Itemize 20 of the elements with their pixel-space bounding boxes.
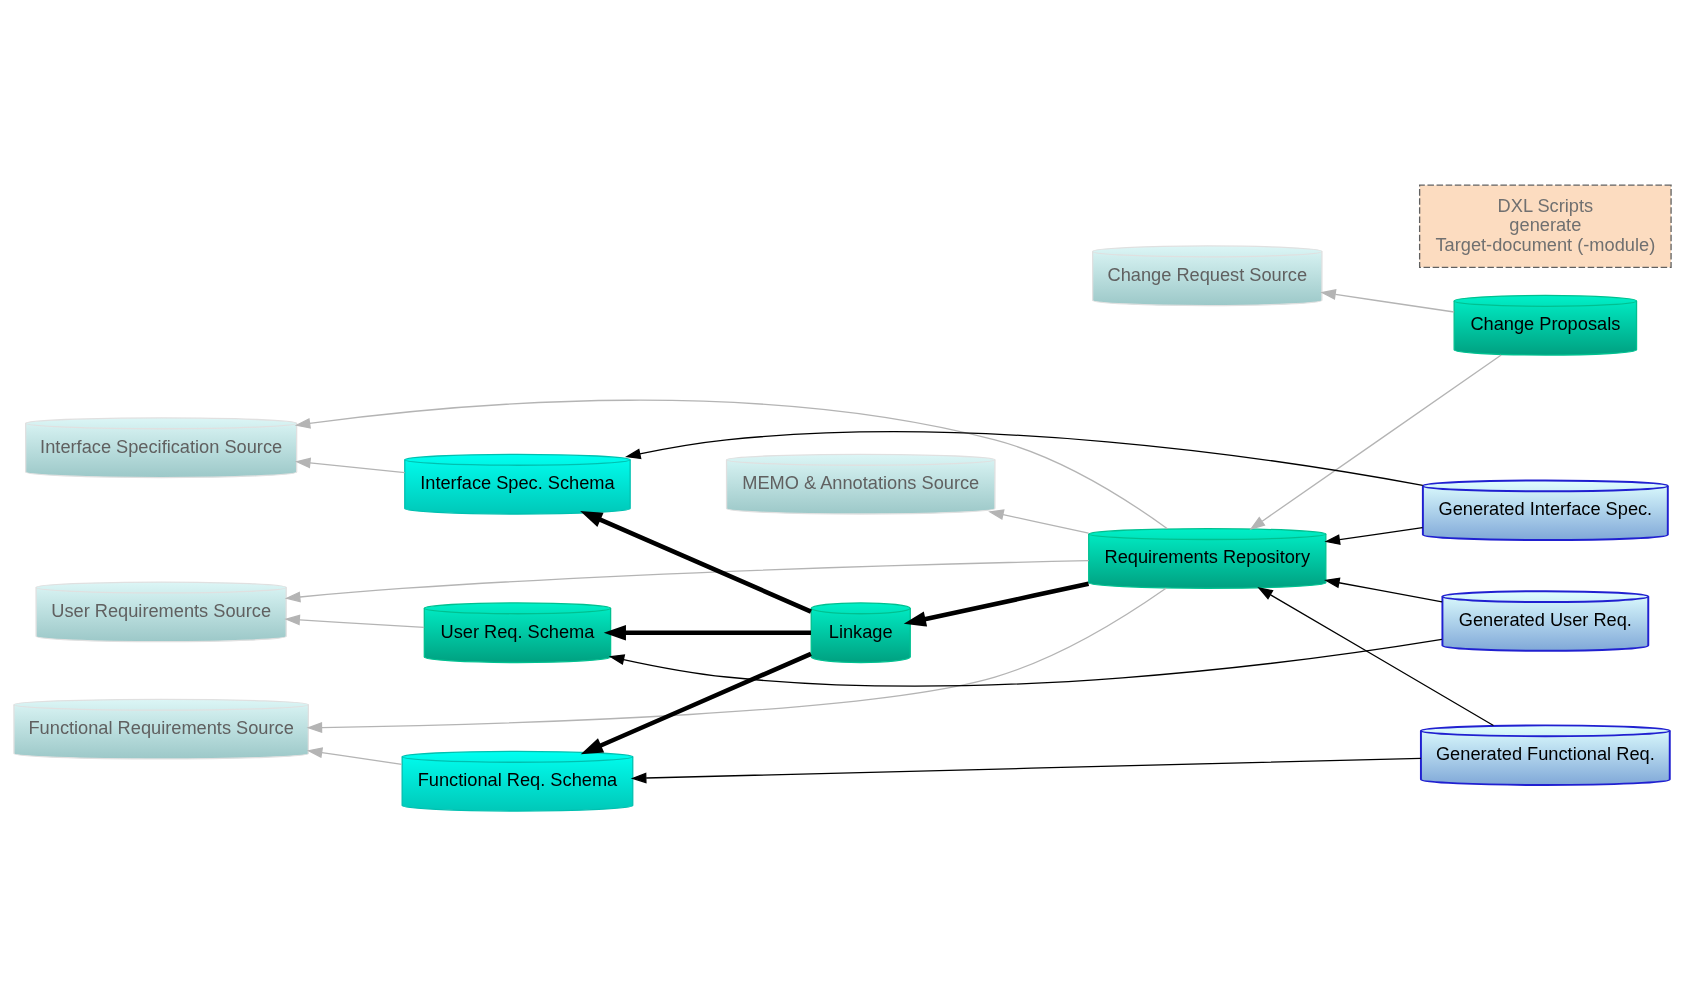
arrow <box>603 624 811 641</box>
arrow <box>1249 354 1502 530</box>
arrow <box>580 651 812 755</box>
arrow <box>625 431 1424 486</box>
arrow <box>1320 289 1455 313</box>
arrow <box>294 399 1169 530</box>
arrow <box>1324 577 1443 603</box>
arrow <box>630 757 1422 784</box>
arrow <box>284 559 1090 603</box>
arrow <box>903 581 1090 627</box>
arrow <box>306 587 1167 734</box>
node-box: DXL Scripts generate Target-document (-module) <box>1419 184 1672 268</box>
arrow <box>284 614 425 628</box>
arrow <box>306 747 403 766</box>
arrow <box>1324 527 1424 545</box>
arrow <box>988 509 1090 534</box>
arrow <box>1257 587 1495 727</box>
arrow <box>294 457 406 474</box>
arrow <box>608 638 1443 687</box>
arrow <box>580 510 812 614</box>
